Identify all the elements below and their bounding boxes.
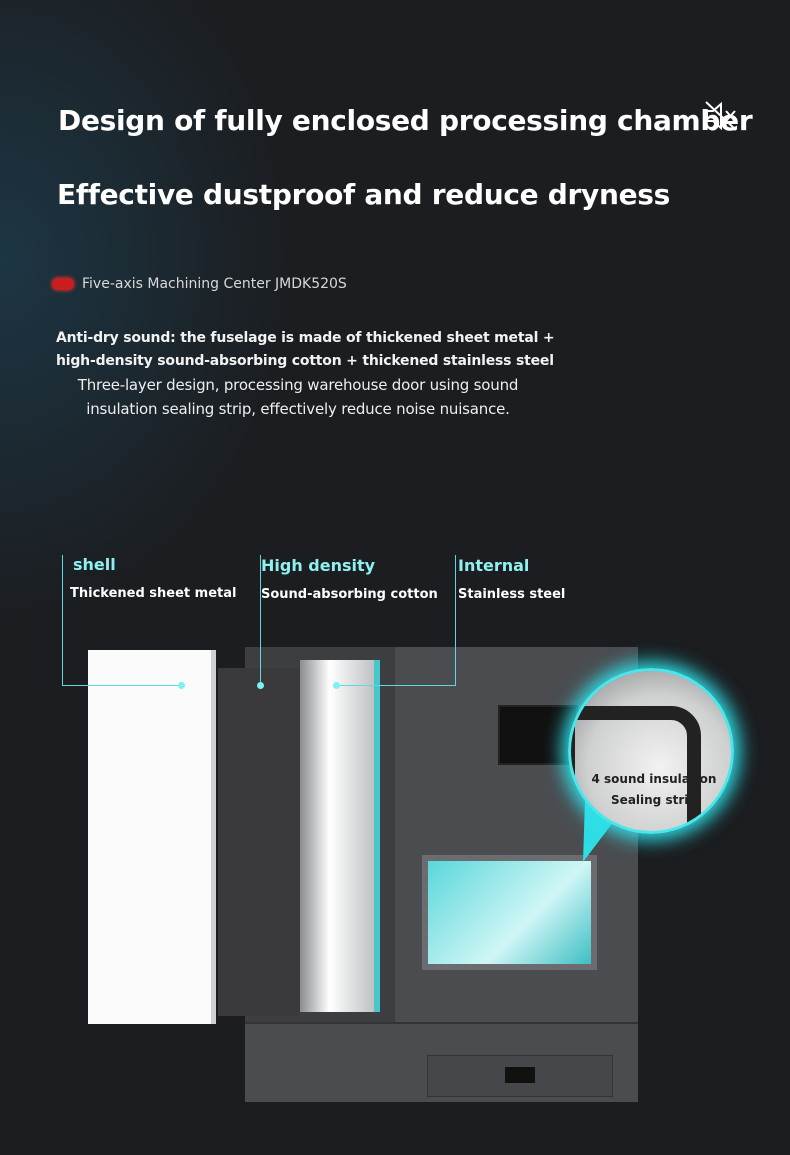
leader-dot	[333, 682, 340, 689]
leader-dot	[257, 682, 264, 689]
speaker-muted-icon	[705, 101, 737, 131]
product-tag: Five-axis Machining Center JMDK520S	[52, 276, 347, 292]
headline: Design of fully enclosed processing cham…	[58, 104, 753, 137]
callout-line-2: Sealing strip	[611, 793, 697, 807]
leader-line	[260, 555, 261, 685]
callout-line-1: 4 sound insulation	[591, 772, 717, 786]
tag-dot-icon	[52, 278, 74, 290]
sheet-metal-layer	[88, 650, 216, 1024]
bold-line-2: high-density sound-absorbing cotton + th…	[56, 353, 554, 369]
layer-title: High density	[261, 556, 376, 575]
sealing-strip-callout: 4 sound insulation Sealing strip	[568, 668, 734, 834]
bold-text: Anti-dry sound: the fuselage is made of …	[56, 327, 555, 373]
layer-label-steel: Internal Stainless steel	[458, 556, 565, 602]
layer-label-shell: shell Thickened sheet metal	[70, 555, 237, 601]
layer-label-cotton: High density Sound-absorbing cotton	[261, 556, 438, 602]
layer-subtitle: Sound-absorbing cotton	[261, 587, 438, 602]
layer-title: Internal	[458, 556, 530, 575]
layer-subtitle: Thickened sheet metal	[70, 586, 237, 601]
leader-line	[336, 555, 456, 686]
leader-line	[62, 555, 182, 686]
description: Three-layer design, processing warehouse…	[77, 376, 519, 418]
layer-title: shell	[73, 555, 116, 574]
layer-subtitle: Stainless steel	[458, 587, 566, 602]
sound-absorbing-cotton-layer	[218, 668, 300, 1016]
bold-line-1: Anti-dry sound: the fuselage is made of …	[56, 330, 555, 346]
leader-dot	[178, 682, 185, 689]
stainless-steel-layer	[300, 660, 380, 1012]
product-tag-label: Five-axis Machining Center JMDK520S	[82, 276, 347, 292]
subheadline: Effective dustproof and reduce dryness	[57, 178, 671, 211]
